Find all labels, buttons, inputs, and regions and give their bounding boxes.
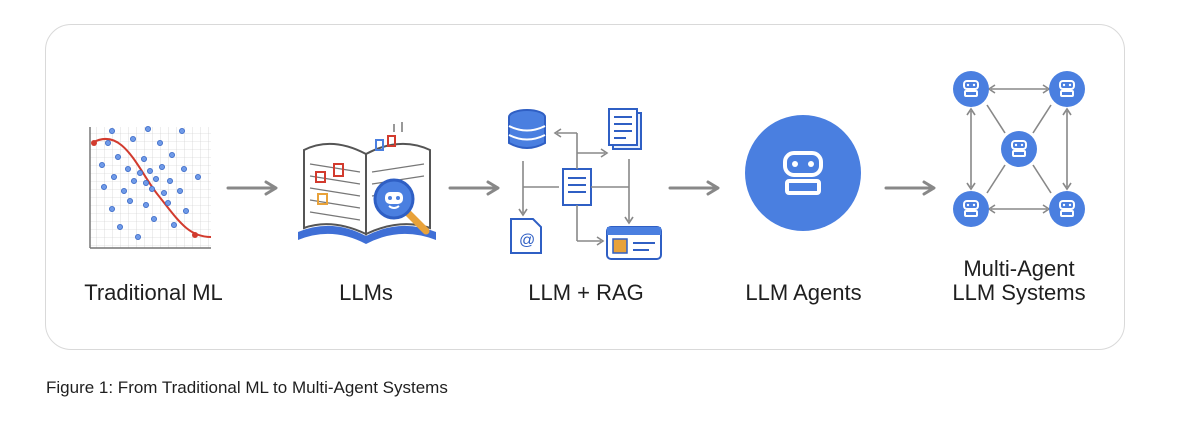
figure-caption: Figure 1: From Traditional ML to Multi-A… — [46, 378, 448, 397]
rag-pipeline-icon: @ — [508, 108, 662, 260]
stage-label: LLM Agents — [745, 280, 862, 305]
stage-llms: LLMs — [286, 25, 446, 351]
robot-icon — [745, 115, 861, 231]
magnifier-robot-icon — [373, 178, 430, 235]
stage-llm-agents: LLM Agents — [726, 25, 881, 351]
diagram-panel: Traditional ML — [45, 24, 1125, 350]
svg-text:@: @ — [519, 232, 535, 249]
arrow-right-icon — [668, 180, 720, 196]
id-card-icon — [606, 226, 662, 260]
stage-label: Multi-Agent LLM Systems — [952, 256, 1086, 305]
stage-label: Traditional ML — [84, 280, 223, 305]
stage-label: LLM + RAG — [528, 280, 644, 305]
scatter-plot-icon — [89, 126, 212, 249]
stage-llm-rag: @ — [501, 25, 671, 351]
stage-label: LLMs — [339, 280, 393, 305]
arrow-right-icon — [226, 180, 278, 196]
email-icon: @ — [510, 218, 542, 254]
database-icon — [508, 109, 546, 149]
multi-agent-network-icon — [952, 70, 1086, 227]
stage-multi-agent: Multi-Agent LLM Systems — [939, 25, 1099, 351]
arrow-right-icon — [448, 180, 500, 196]
open-book-icon — [298, 122, 436, 244]
stage-traditional-ml: Traditional ML — [66, 25, 241, 351]
arrow-right-icon — [884, 180, 936, 196]
document-icon — [608, 108, 642, 150]
